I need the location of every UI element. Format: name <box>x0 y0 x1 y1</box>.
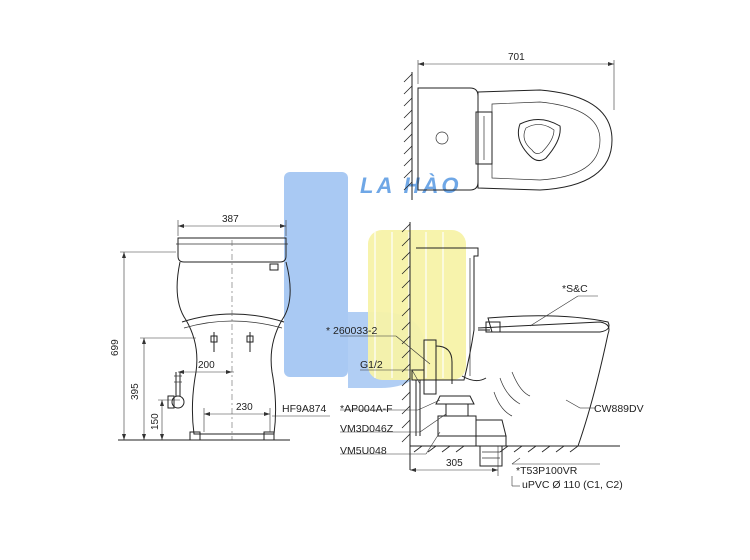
watermark-text: LA HÀO <box>360 173 462 198</box>
watermark-logo: LA HÀO <box>284 172 466 388</box>
dim-bolt-spacing: 230 <box>236 402 253 413</box>
label-valve: * 260033-2 <box>326 325 378 337</box>
angle-valve <box>167 372 185 409</box>
label-connector: G1/2 <box>360 359 383 371</box>
dim-total-height: 699 <box>110 339 121 356</box>
watermark-blue-bar <box>284 172 348 377</box>
dim-front-width: 387 <box>222 214 239 225</box>
label-bowl: CW889DV <box>594 403 644 415</box>
dim-top-width: 701 <box>508 52 525 63</box>
label-trap: *T53P100VR <box>516 465 578 477</box>
front-view: 387 699 395 150 <box>110 214 330 441</box>
label-fill-valve: *AP004A-F <box>340 403 393 415</box>
label-flange: VM5U048 <box>340 445 387 457</box>
label-angle-valve: HF9A874 <box>282 403 327 415</box>
side-view: 305 *S&C * 260033-2 G1/2 *AP004A-F VM3D0… <box>326 222 644 491</box>
dim-supply-height: 150 <box>150 413 161 430</box>
top-view: 701 <box>403 52 615 200</box>
dim-inlet-height: 395 <box>130 383 141 400</box>
dim-supply-offset: 200 <box>198 360 215 371</box>
dim-rough-in: 305 <box>446 458 463 469</box>
label-seat: *S&C <box>562 283 588 295</box>
label-flush-valve: VM3D046Z <box>340 423 394 435</box>
label-pipe: uPVC Ø 110 (C1, C2) <box>522 479 623 491</box>
